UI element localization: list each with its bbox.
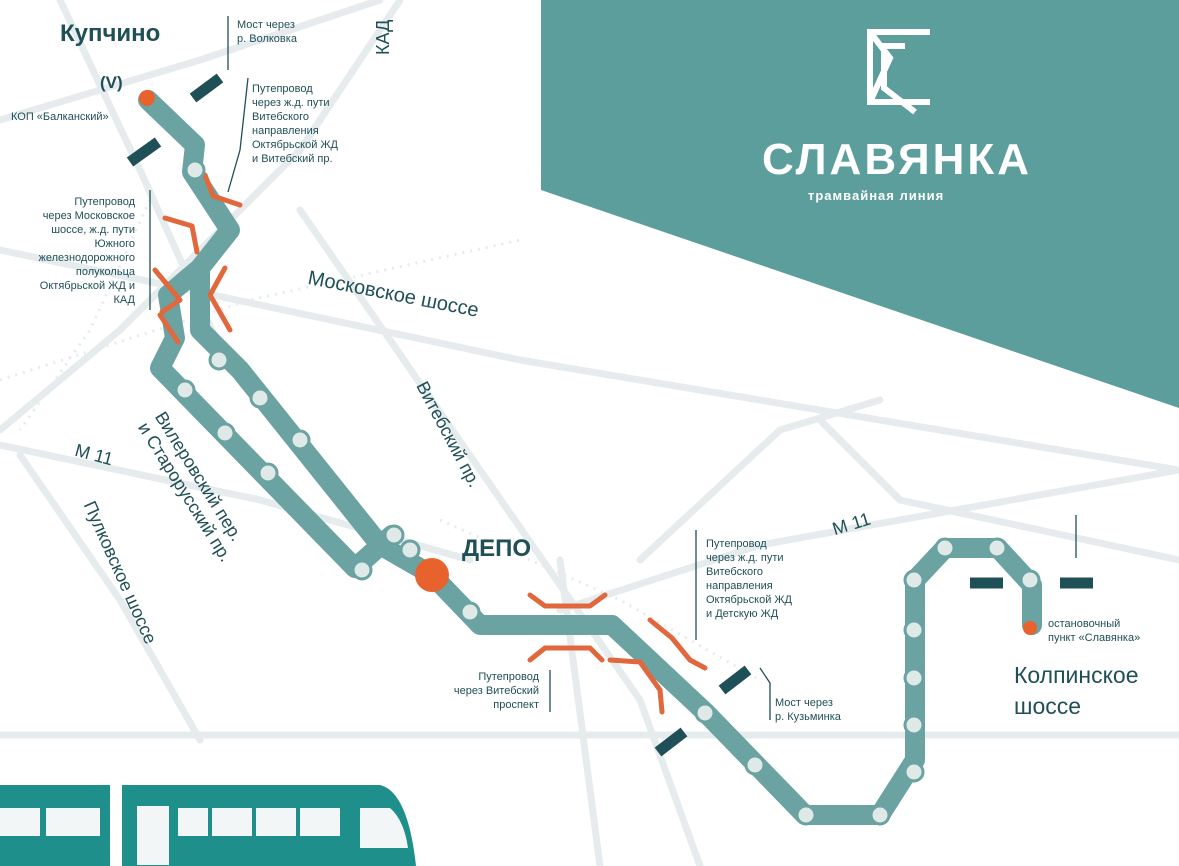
overpass-moskovskoe-1 [162, 215, 200, 255]
note-overpass-vitebsky-prospect: Путепровод через Витебский проспект [453, 671, 539, 711]
brand-title: СЛАВЯНКА [762, 135, 1033, 184]
street-label-kad: КАД [373, 19, 393, 55]
stop [694, 702, 716, 724]
stop [1019, 569, 1041, 591]
depot-marker [415, 558, 449, 592]
railway-3 [18, 199, 152, 431]
stop [986, 537, 1008, 559]
metro-symbol: (V) [100, 73, 123, 92]
label-kupchino: Купчино [60, 20, 161, 47]
stop [459, 601, 481, 623]
note-bridge-kuzminka: Мост через р. Кузьминка [775, 697, 841, 723]
stop [184, 159, 206, 181]
overpass-south-2 [607, 657, 665, 715]
tram-window [212, 808, 252, 836]
tram-window [256, 808, 296, 836]
stop [869, 804, 891, 826]
stop [289, 429, 311, 451]
bridges [126, 73, 1093, 757]
stop [795, 804, 817, 826]
stop [249, 387, 271, 409]
stop [257, 462, 279, 484]
label-depo: ДЕПО [462, 535, 532, 562]
tram-window [300, 808, 340, 836]
bridge-kuzminka [718, 665, 752, 695]
tram-window [178, 808, 208, 836]
brand-panel [541, 0, 1179, 408]
label-kolpinskoe: Колпинское шоссе [1014, 662, 1139, 719]
note-overpass-vitebsk-north: Путепровод через ж.д. пути Витебского на… [252, 83, 338, 165]
note-overpass-vitebsk-south: Путепровод через ж.д. пути Витебского на… [706, 538, 792, 620]
stop [903, 667, 925, 689]
label-kop-balkansky: КОП «Балканский» [11, 111, 109, 123]
overpasses [152, 172, 708, 715]
note-overpass-moskovskoe: Путепровод через Московское шоссе, ж.д. … [38, 196, 136, 306]
bridge-north-2 [126, 137, 162, 167]
overpass-south-1 [647, 617, 708, 671]
overpass-moskovskoe-4 [157, 312, 181, 345]
street-aux-4 [816, 416, 1179, 564]
bridge-south-2 [654, 727, 688, 757]
street-aux-5 [636, 396, 884, 564]
stop [383, 524, 405, 546]
overpass-north-1 [202, 172, 243, 208]
leader-vitebsk-north [227, 77, 249, 193]
bridge-volkovka [189, 73, 224, 103]
railway-2 [439, 518, 761, 682]
stop [903, 714, 925, 736]
railways [0, 199, 761, 682]
callout-lines [149, 16, 1077, 720]
brand-subtitle: трамвайная линия [808, 188, 945, 203]
leader-kuzminka [759, 667, 771, 720]
stop [903, 619, 925, 641]
note-bridge-volkovka: Мост через р. Волковка [237, 19, 297, 45]
stop [214, 422, 236, 444]
tram-window [46, 808, 100, 836]
overpass-vitebsky-2 [527, 645, 605, 663]
stop [744, 754, 766, 776]
stop [174, 379, 196, 401]
stop [903, 761, 925, 783]
tram-windshield [360, 808, 408, 848]
overpass-moskovskoe-2 [152, 267, 183, 315]
label-slavyanka-stop: остановочный пункт «Славянка» [1048, 618, 1141, 644]
tram-illustration [0, 785, 416, 866]
overpass-vitebsky-1 [527, 592, 608, 609]
stop [399, 539, 421, 561]
terminal-slavyanka [1023, 621, 1037, 635]
tram-door [135, 804, 171, 866]
street-pulkovskoe [16, 451, 204, 744]
logo-diagonal-stroke [867, 30, 894, 104]
stops [174, 159, 1041, 826]
tram-window [0, 808, 40, 836]
stop [903, 569, 925, 591]
overpass-moskovskoe-3 [207, 265, 233, 333]
brand-logo-icon [867, 29, 930, 115]
stop [934, 537, 956, 559]
stop [351, 559, 373, 581]
street-aux-1 [0, 0, 384, 124]
stop [208, 349, 230, 371]
street-m11-right [556, 466, 1179, 614]
terminal-kop-balkansky [139, 90, 155, 106]
street-aux-3 [556, 556, 604, 866]
